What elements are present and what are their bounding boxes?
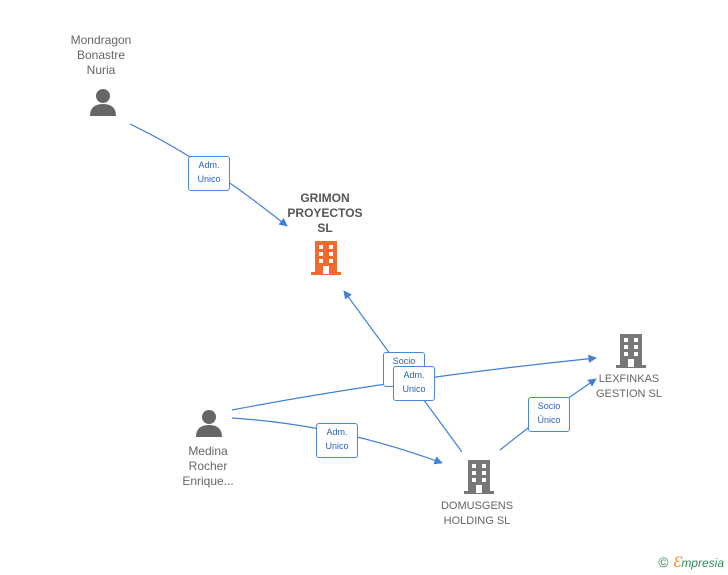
- edge-label-domusgens-lexfinkas: Socio Único: [528, 397, 570, 432]
- node-label-grimon[interactable]: GRIMON PROYECTOS SL: [287, 191, 363, 235]
- building-icon[interactable]: [311, 241, 341, 275]
- building-icon[interactable]: [616, 334, 646, 368]
- node-label-medina[interactable]: Medina Rocher Enrique...: [182, 444, 234, 488]
- brand-name: mpresia: [681, 556, 724, 570]
- edge-label-medina-lexfinkas: Adm. Unico: [393, 366, 435, 401]
- person-icon[interactable]: [196, 410, 222, 437]
- node-label-lexfinkas[interactable]: LEXFINKAS GESTION SL: [595, 373, 663, 400]
- building-icon[interactable]: [464, 460, 494, 494]
- brand-initial: Ɛ: [672, 555, 682, 571]
- edge-label-mondragon-grimon: Adm. Unico: [188, 156, 230, 191]
- node-label-mondragon[interactable]: Mondragon Bonastre Nuria: [70, 33, 132, 77]
- copyright-icon: ©: [658, 554, 669, 570]
- empresia-logo[interactable]: ©Ɛmpresia: [658, 554, 724, 571]
- node-label-domusgens[interactable]: DOMUSGENS HOLDING SL: [440, 500, 514, 527]
- person-icon[interactable]: [90, 89, 116, 116]
- edge-label-medina-domusgens: Adm. Unico: [316, 423, 358, 458]
